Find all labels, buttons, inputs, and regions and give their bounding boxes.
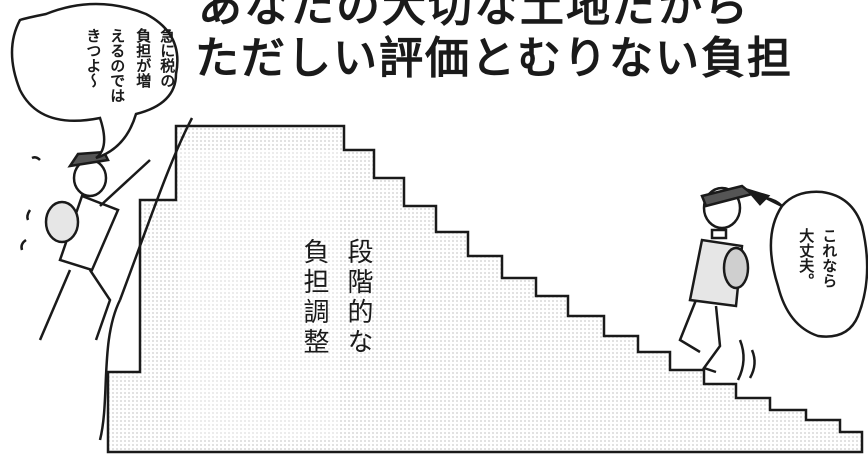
- bubble-right-col1: これなら: [820, 228, 839, 288]
- headline-line-1: あなたの大切な土地だから: [198, 0, 750, 32]
- speech-bubble-left: [10, 2, 179, 160]
- bubble-left-col1: 急に税の: [158, 28, 177, 88]
- bubble-left-col3: えるのでは: [108, 28, 127, 103]
- stairs-label-col1: 段階的な: [343, 238, 373, 358]
- stairs-shading: [180, 150, 340, 440]
- stairs-label-col2: 負担調整: [299, 238, 329, 358]
- bubble-left-col4: きつよ〜: [84, 28, 103, 88]
- walking-man: [678, 184, 771, 381]
- bubble-left-col2: 負担が増: [134, 28, 153, 88]
- speech-bubble-right: [765, 190, 868, 338]
- bubble-right-col2: 大丈夫。: [797, 228, 816, 288]
- staircase: [106, 124, 864, 454]
- headline-line-2: ただしい評価とむりない負担: [195, 33, 793, 84]
